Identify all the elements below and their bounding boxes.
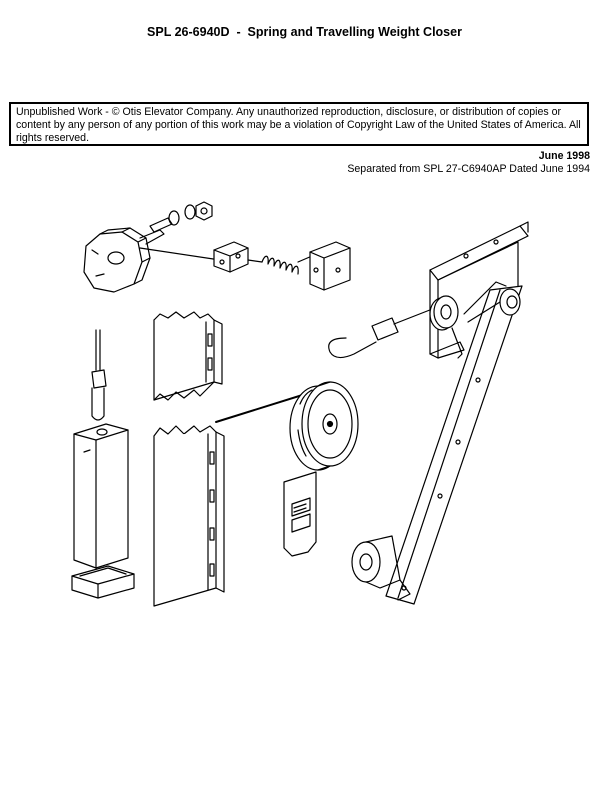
copyright-notice-box: Unpublished Work - © Otis Elevator Compa… (9, 102, 589, 146)
extension-spring (261, 255, 299, 275)
arm-roller (351, 535, 411, 601)
spring-pulley-assembly (83, 201, 351, 293)
sheave-wheel (289, 381, 359, 471)
weight-base-cup (71, 565, 135, 599)
cable-eye-loop (328, 305, 441, 359)
sheave-cable (215, 391, 313, 423)
cable-ferrule (91, 369, 107, 389)
pulley-hub-part (83, 227, 151, 293)
weight-block (73, 423, 129, 569)
document-title: SPL 26-6940D - Spring and Travelling Wei… (147, 25, 462, 39)
copyright-notice-text: Unpublished Work - © Otis Elevator Compa… (16, 106, 581, 144)
closer-arm (385, 281, 523, 605)
travelling-weight-assembly (71, 329, 135, 599)
guide-rail-upper (153, 311, 223, 401)
spring-bracket (309, 241, 351, 291)
revision-date: June 1998 (538, 150, 590, 162)
closer-arm-assembly (328, 221, 529, 605)
technical-illustration (0, 190, 609, 620)
separated-from-note: Separated from SPL 27-C6940AP Dated June… (347, 163, 590, 175)
cable-clamp-block (213, 241, 249, 273)
arm-pivot-pulley (429, 295, 463, 359)
hanger-plate (283, 471, 317, 557)
threaded-stud-part (139, 201, 213, 245)
guide-rail-lower (153, 425, 225, 607)
sheave-assembly (283, 381, 359, 557)
spring-cable (139, 247, 221, 261)
closer-assembly-drawing (71, 201, 529, 607)
